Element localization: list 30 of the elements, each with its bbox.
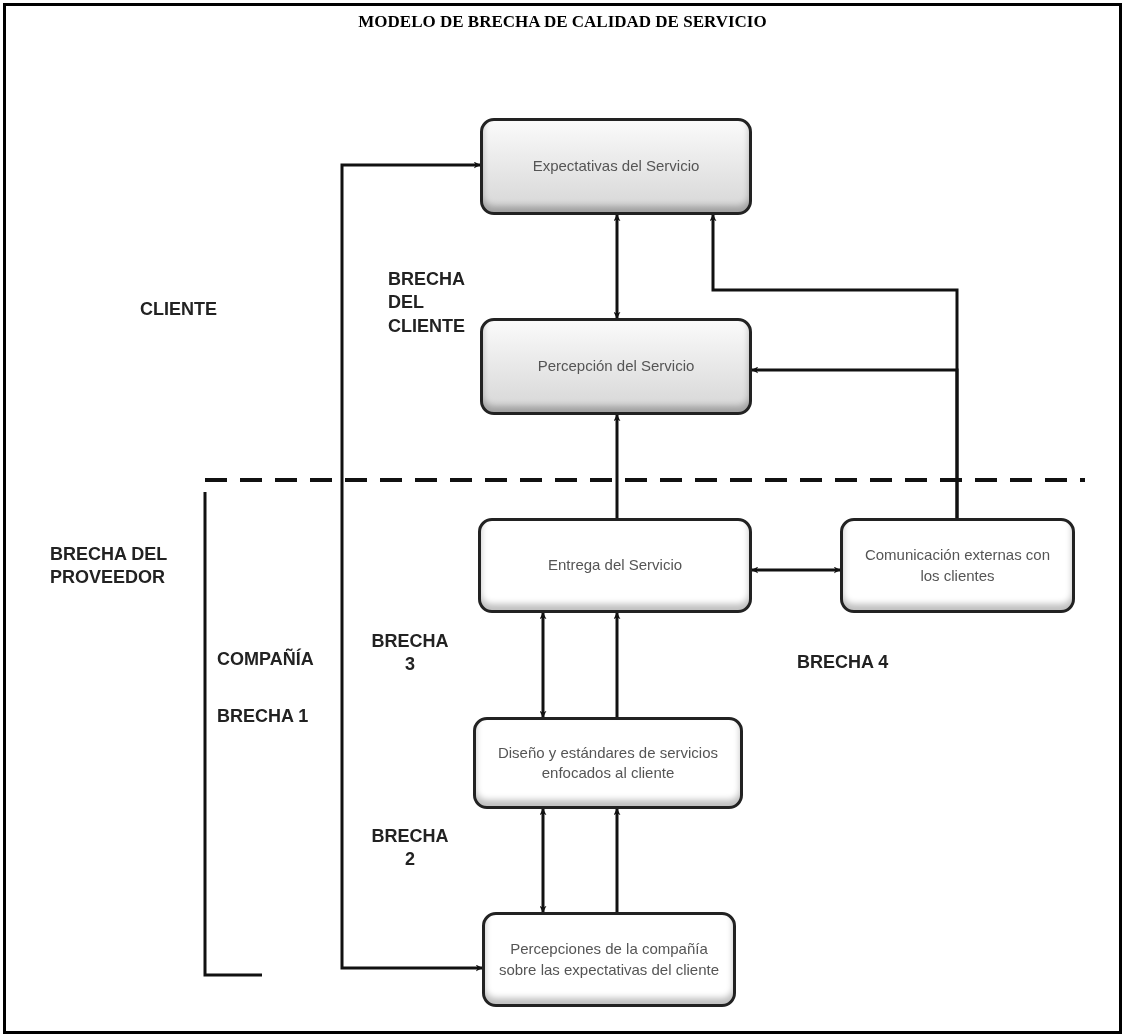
region-label: BRECHA 2 (370, 825, 450, 872)
process-box (473, 717, 743, 809)
box-label: Diseño y estándares de servicios enfocados al cliente (496, 742, 720, 783)
region-label: BRECHA 4 (797, 651, 890, 674)
region-label: BRECHA DEL PROVEEDOR (50, 543, 168, 590)
diagram-title: MODELO DE BRECHA DE CALIDAD DE SERVICIO (357, 12, 768, 32)
arrow (613, 414, 621, 518)
arrow (751, 566, 841, 574)
arrow (709, 214, 959, 518)
process-box (478, 518, 752, 613)
arrow (613, 214, 621, 319)
box-label: Entrega del Servicio (547, 555, 683, 576)
region-label: COMPAÑÍA (217, 648, 315, 671)
region-label: BRECHA 1 (217, 705, 310, 728)
region-label: BRECHA DEL CLIENTE (388, 268, 466, 338)
box-label: Percepciones de la compañía sobre las expectativas del cliente (497, 939, 721, 980)
box-label: Comunicación externas con los clientes (863, 545, 1052, 586)
arrow (613, 612, 621, 717)
process-box (840, 518, 1075, 613)
region-label: CLIENTE (140, 298, 218, 321)
arrow (539, 808, 547, 913)
region-label: BRECHA 3 (370, 630, 450, 677)
arrow (340, 161, 483, 972)
arrow (613, 808, 621, 912)
process-box (480, 318, 752, 415)
process-box (482, 912, 736, 1007)
arrow (539, 612, 547, 718)
box-label: Expectativas del Servicio (532, 156, 700, 177)
box-label: Percepción del Servicio (537, 356, 695, 377)
process-box (480, 118, 752, 215)
